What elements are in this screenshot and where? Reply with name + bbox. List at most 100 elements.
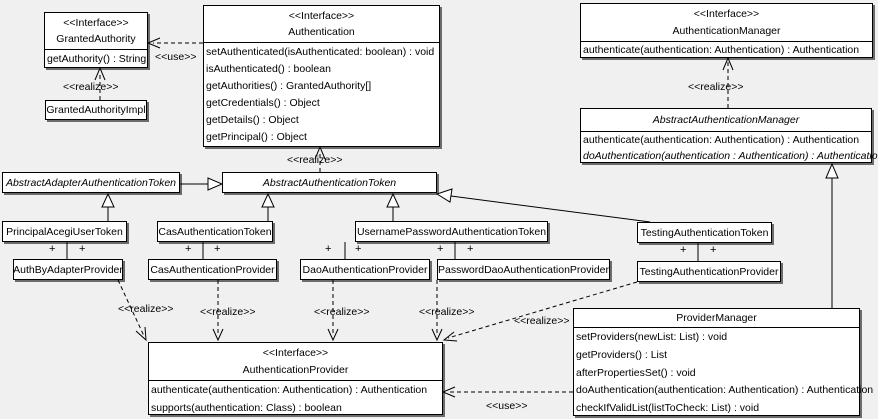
class-name: AuthByAdapterProvider bbox=[13, 263, 123, 276]
plus-label: + bbox=[49, 243, 56, 255]
class-granted-authority: <<Interface>> GrantedAuthority getAuthor… bbox=[44, 12, 148, 68]
realize-label: <<realize>> bbox=[688, 81, 744, 93]
class-name: AbstractAuthenticationManager bbox=[652, 114, 800, 126]
realize-label: <<realize>> bbox=[63, 81, 119, 93]
open-arrowhead bbox=[135, 326, 147, 342]
methods-compartment: setAuthenticated(isAuthenticated: boolea… bbox=[204, 43, 439, 146]
method: authenticate(authentication: Authenticat… bbox=[151, 384, 428, 396]
class-name: Authentication bbox=[288, 26, 355, 38]
hollow-triangle bbox=[386, 192, 400, 208]
plus-label: + bbox=[214, 243, 221, 255]
method: doAuthentication(authentication: Authent… bbox=[576, 384, 874, 397]
class-cas-authentication-provider: CasAuthenticationProvider bbox=[148, 259, 277, 280]
class-name: PrincipalAcegiUserToken bbox=[6, 225, 123, 238]
use-label: <<use>> bbox=[155, 51, 197, 63]
plus-label: + bbox=[710, 244, 717, 256]
class-authentication: <<Interface>> Authentication setAuthenti… bbox=[203, 5, 440, 147]
open-arrowhead bbox=[94, 66, 106, 81]
class-testing-authentication-token: TestingAuthenticationToken bbox=[637, 222, 772, 243]
class-title: <<Interface>> AuthenticationProvider bbox=[149, 343, 442, 381]
hollow-triangle bbox=[101, 192, 115, 208]
class-name: GrantedAuthorityImpl bbox=[46, 104, 146, 116]
method: doAuthentication(authentication : Authen… bbox=[583, 149, 878, 162]
method: supports(authentication: Class) : boolea… bbox=[151, 401, 342, 414]
realize-label: <<realize>> bbox=[287, 154, 343, 166]
class-authentication-provider: <<Interface>> AuthenticationProvider aut… bbox=[148, 342, 443, 415]
class-username-password-authentication-token: UsernamePasswordAuthenticationToken bbox=[355, 221, 548, 242]
open-arrowhead bbox=[212, 328, 224, 342]
plus-label: + bbox=[79, 243, 86, 255]
open-arrowhead bbox=[722, 56, 734, 71]
plus-label: + bbox=[325, 243, 332, 255]
methods-compartment: getAuthority() : String bbox=[45, 50, 147, 68]
class-name: AuthenticationProvider bbox=[242, 363, 349, 376]
plus-label: + bbox=[185, 243, 192, 255]
plus-label: + bbox=[355, 243, 362, 255]
open-arrowhead bbox=[327, 328, 339, 342]
plus-label: + bbox=[467, 243, 474, 255]
open-arrowhead bbox=[441, 386, 456, 398]
method: getAuthorities() : GrantedAuthority[] bbox=[206, 80, 372, 92]
class-abstract-authentication-token: AbstractAuthenticationToken bbox=[222, 172, 437, 193]
method: authenticate(authentication: Authenticat… bbox=[583, 134, 860, 146]
class-provider-manager: ProviderManager setProviders(newList: Li… bbox=[573, 308, 874, 418]
class-title: <<Interface>> GrantedAuthority bbox=[45, 13, 147, 50]
hollow-triangle bbox=[261, 192, 275, 208]
class-auth-by-adapter-provider: AuthByAdapterProvider bbox=[13, 259, 123, 280]
class-testing-authentication-provider: TestingAuthenticationProvider bbox=[637, 261, 781, 282]
realize-label: <<realize>> bbox=[419, 306, 475, 318]
hollow-triangle bbox=[435, 188, 453, 203]
stereotype-label: <<Interface>> bbox=[262, 347, 329, 360]
open-arrowhead bbox=[431, 328, 443, 342]
class-name: PasswordDaoAuthenticationProvider bbox=[438, 263, 610, 276]
generalization-line bbox=[450, 195, 651, 223]
class-name: AbstractAuthenticationToken bbox=[262, 176, 397, 189]
open-arrowhead bbox=[146, 37, 161, 49]
class-principal-acegi-user-token: PrincipalAcegiUserToken bbox=[2, 221, 127, 242]
stereotype-label: <<Interface>> bbox=[693, 8, 760, 21]
class-granted-authority-impl: GrantedAuthorityImpl bbox=[45, 100, 147, 120]
class-name: GrantedAuthority bbox=[56, 33, 136, 45]
class-dao-authentication-provider: DaoAuthenticationProvider bbox=[300, 259, 430, 280]
method: getDetails() : Object bbox=[206, 114, 299, 126]
class-cas-authentication-token: CasAuthenticationToken bbox=[157, 221, 273, 242]
method: checkIfValidList(listToCheck: List) : vo… bbox=[576, 402, 760, 415]
class-abstract-adapter-authentication-token: AbstractAdapterAuthenticationToken bbox=[2, 172, 180, 193]
class-authentication-manager: <<Interface>> AuthenticationManager auth… bbox=[580, 3, 873, 58]
class-name: ProviderManager bbox=[676, 312, 757, 324]
class-name: UsernamePasswordAuthenticationToken bbox=[356, 225, 547, 238]
method: setProviders(newList: List) : void bbox=[576, 331, 728, 343]
methods-compartment: authenticate(authentication: Authenticat… bbox=[581, 132, 878, 164]
class-title: AbstractAuthenticationManager bbox=[581, 109, 871, 132]
stereotype-label: <<Interface>> bbox=[288, 10, 355, 22]
method: afterPropertiesSet() : void bbox=[576, 366, 696, 379]
methods-compartment: authenticate(authentication: Authenticat… bbox=[581, 42, 872, 57]
class-title: <<Interface>> AuthenticationManager bbox=[581, 4, 872, 42]
method: getAuthority() : String bbox=[47, 53, 147, 65]
realize-label: <<realize>> bbox=[514, 315, 570, 327]
open-arrowhead bbox=[442, 331, 458, 342]
class-title: <<Interface>> Authentication bbox=[204, 6, 439, 43]
method: getCredentials() : Object bbox=[206, 97, 320, 109]
realize-label: <<realize>> bbox=[200, 306, 256, 318]
stereotype-label: <<Interface>> bbox=[63, 17, 129, 29]
class-abstract-authentication-manager: AbstractAuthenticationManager authentica… bbox=[580, 108, 878, 164]
class-name: DaoAuthenticationProvider bbox=[302, 263, 428, 276]
use-label: <<use>> bbox=[486, 400, 528, 412]
realize-label: <<realize>> bbox=[314, 306, 370, 318]
class-name: TestingAuthenticationToken bbox=[640, 226, 769, 239]
method: setAuthenticated(isAuthenticated: boolea… bbox=[206, 46, 435, 58]
plus-label: + bbox=[680, 244, 687, 256]
class-name: AbstractAdapterAuthenticationToken bbox=[5, 176, 177, 189]
realize-label: <<realize>> bbox=[118, 303, 174, 315]
class-title: ProviderManager bbox=[574, 309, 859, 328]
plus-label: + bbox=[437, 243, 444, 255]
methods-compartment: setProviders(newList: List) : void getPr… bbox=[574, 328, 874, 418]
hollow-triangle bbox=[207, 177, 224, 191]
method: getProviders() : List bbox=[576, 348, 668, 361]
methods-compartment: authenticate(authentication: Authenticat… bbox=[149, 381, 442, 417]
method: authenticate(authentication: Authenticat… bbox=[583, 44, 860, 56]
class-name: AuthenticationManager bbox=[672, 24, 781, 37]
hollow-triangle bbox=[825, 162, 839, 179]
